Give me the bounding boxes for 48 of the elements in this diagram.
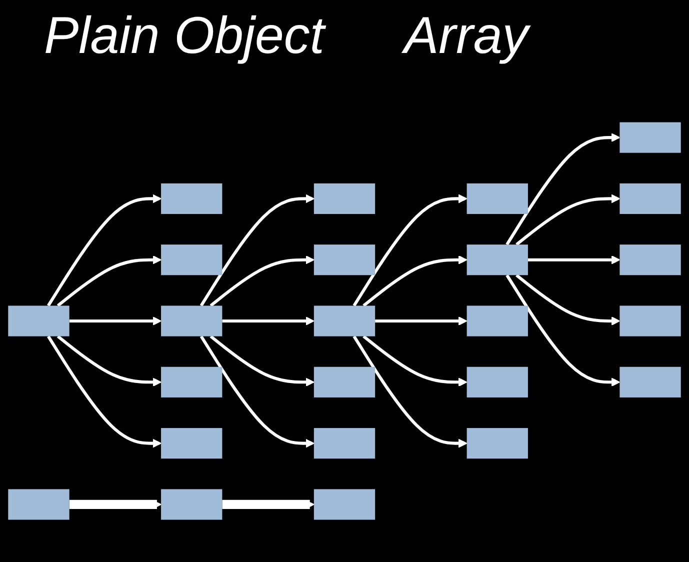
box [161, 428, 222, 459]
arrow [222, 316, 314, 326]
box [466, 183, 528, 214]
box [8, 489, 70, 520]
box [620, 366, 681, 398]
title: Plain Object [44, 6, 324, 67]
arrow [210, 255, 314, 307]
arrow [528, 255, 620, 264]
arrow [46, 335, 162, 448]
arrow [506, 133, 620, 246]
arrow [375, 316, 468, 326]
box [620, 183, 681, 214]
box [466, 366, 528, 398]
arrow [222, 500, 314, 510]
arrow [362, 255, 468, 307]
arrow [516, 194, 620, 246]
box [314, 306, 376, 336]
box [466, 306, 528, 336]
arrow [210, 335, 314, 387]
arrow [69, 316, 162, 326]
box [466, 428, 528, 459]
box [161, 489, 222, 520]
box [8, 306, 70, 336]
box [314, 244, 376, 276]
box [466, 244, 528, 276]
arrow [506, 274, 620, 387]
arrow [352, 194, 468, 307]
box [161, 183, 222, 214]
heading-text: Array [404, 7, 528, 65]
arrow [200, 194, 314, 307]
box [314, 183, 376, 214]
box [620, 122, 681, 153]
arrow [352, 335, 468, 448]
box [314, 366, 376, 398]
arrow [56, 335, 162, 387]
arrow [46, 194, 162, 307]
box [161, 366, 222, 398]
arrow [200, 335, 314, 448]
box [314, 489, 376, 520]
box [314, 428, 376, 459]
box [161, 306, 222, 336]
box [620, 306, 681, 336]
box [161, 244, 222, 276]
arrow [516, 274, 620, 326]
box [620, 244, 681, 276]
arrow [362, 335, 468, 387]
arrow [69, 500, 162, 510]
arrow [56, 255, 162, 307]
